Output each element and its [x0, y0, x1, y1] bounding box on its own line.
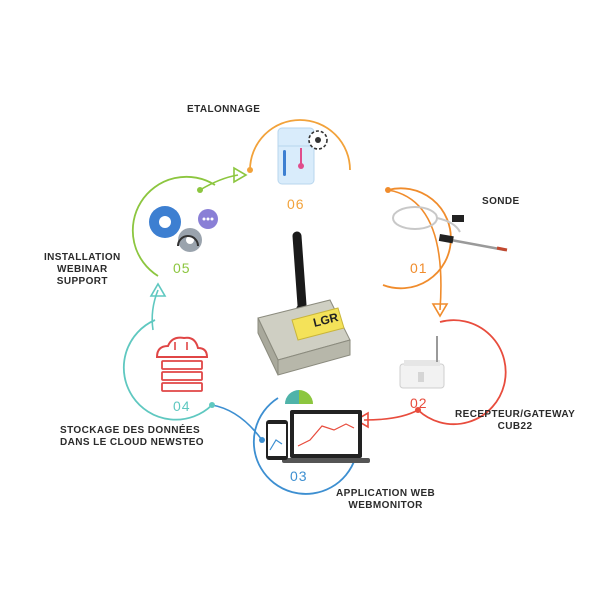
support-gears-icon	[149, 206, 218, 252]
connector-03-04	[211, 404, 263, 441]
step-label-05: INSTALLATION WEBINAR SUPPORT	[44, 252, 121, 288]
arrow-to-05	[149, 282, 167, 297]
step-number-05: 05	[173, 260, 191, 276]
gateway-device-icon	[399, 336, 445, 389]
label-line: ETALONNAGE	[187, 104, 261, 115]
step-05-circle	[131, 175, 216, 277]
step-label-03: APPLICATION WEB WEBMONITOR	[336, 488, 435, 512]
label-line: STOCKAGE DES DONNÉES	[60, 425, 201, 436]
arrow-to-06	[233, 166, 248, 184]
label-line: SONDE	[482, 196, 520, 207]
step-number-03: 03	[290, 468, 308, 484]
step-number-06: 06	[287, 196, 305, 212]
step-04-circle	[122, 319, 215, 421]
temperature-probe-icon	[392, 206, 508, 252]
label-line: SUPPORT	[56, 276, 108, 287]
label-line: RECEPTEUR/GATEWAY	[455, 409, 576, 420]
label-line: DANS LE CLOUD NEWSTEO	[60, 437, 204, 448]
step-label-06: ETALONNAGE	[187, 104, 260, 116]
label-line: APPLICATION WEB	[336, 488, 436, 499]
arrow-to-02	[431, 303, 449, 318]
step-number-02: 02	[410, 395, 428, 411]
step-label-01: SONDE	[482, 196, 520, 208]
step-label-04: STOCKAGE DES DONNÉES DANS LE CLOUD NEWST…	[60, 425, 204, 449]
step-02-circle	[415, 319, 507, 426]
label-line: WEBMONITOR	[348, 500, 423, 511]
data-logger-icon	[257, 231, 351, 376]
step-06-circle	[247, 119, 351, 173]
connector-02-03	[363, 409, 419, 421]
step-number-04: 04	[173, 398, 191, 414]
cloud-server-icon	[155, 336, 209, 392]
label-line: INSTALLATION	[44, 252, 121, 263]
connector-05-06	[199, 174, 239, 191]
step-label-02: RECEPTEUR/GATEWAY CUB22	[455, 409, 575, 433]
connector-04-05	[151, 289, 159, 331]
step-number-01: 01	[410, 260, 428, 276]
label-line: CUB22	[497, 421, 533, 432]
fridge-calibration-icon	[277, 127, 328, 185]
label-line: WEBINAR	[57, 264, 108, 275]
web-application-icon	[266, 390, 370, 463]
